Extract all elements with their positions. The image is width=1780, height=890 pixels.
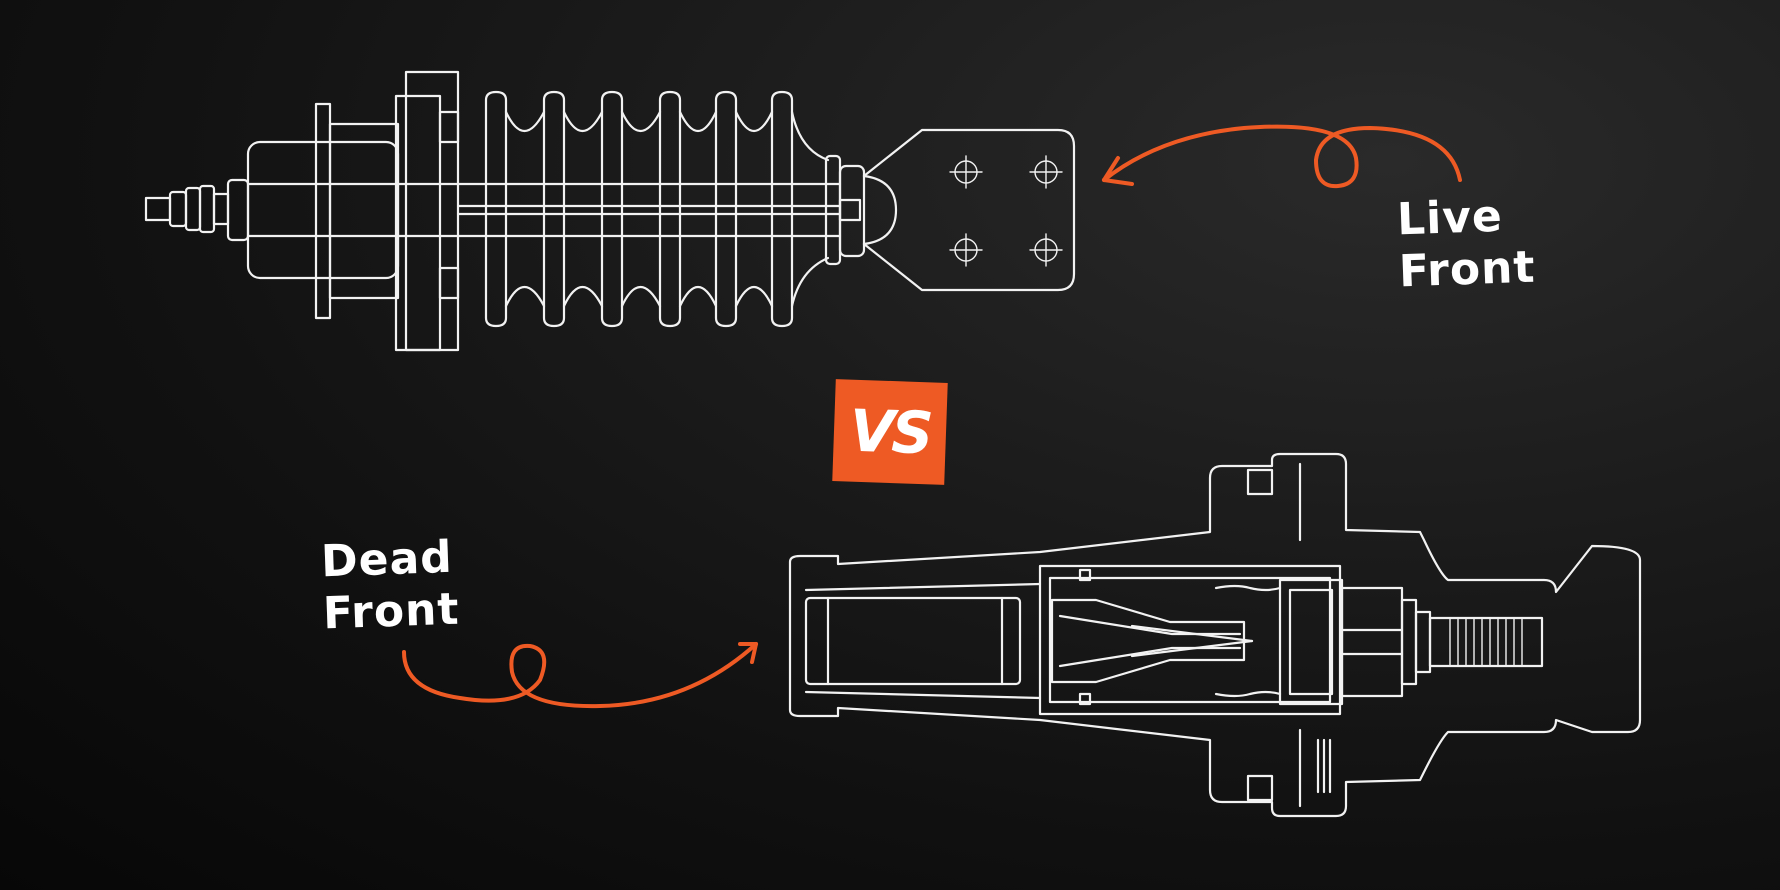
dead-front-label-line-2: Front	[322, 583, 461, 640]
live-front-label-line-2: Front	[1398, 241, 1537, 298]
curly-arrow-icon	[1102, 124, 1462, 189]
curly-arrow-icon	[402, 642, 758, 709]
live-front-label-line-1: Live	[1396, 190, 1504, 246]
live-front-bushing-icon	[144, 70, 1076, 352]
vs-badge: VS	[832, 379, 948, 485]
dead-front-elbow-connector-icon	[788, 452, 1642, 818]
vs-text: VS	[848, 396, 932, 468]
dead-front-label-line-1: Dead	[320, 531, 454, 588]
dead-front-label: Dead Front	[320, 532, 460, 641]
live-front-label: Live Front	[1396, 190, 1536, 299]
